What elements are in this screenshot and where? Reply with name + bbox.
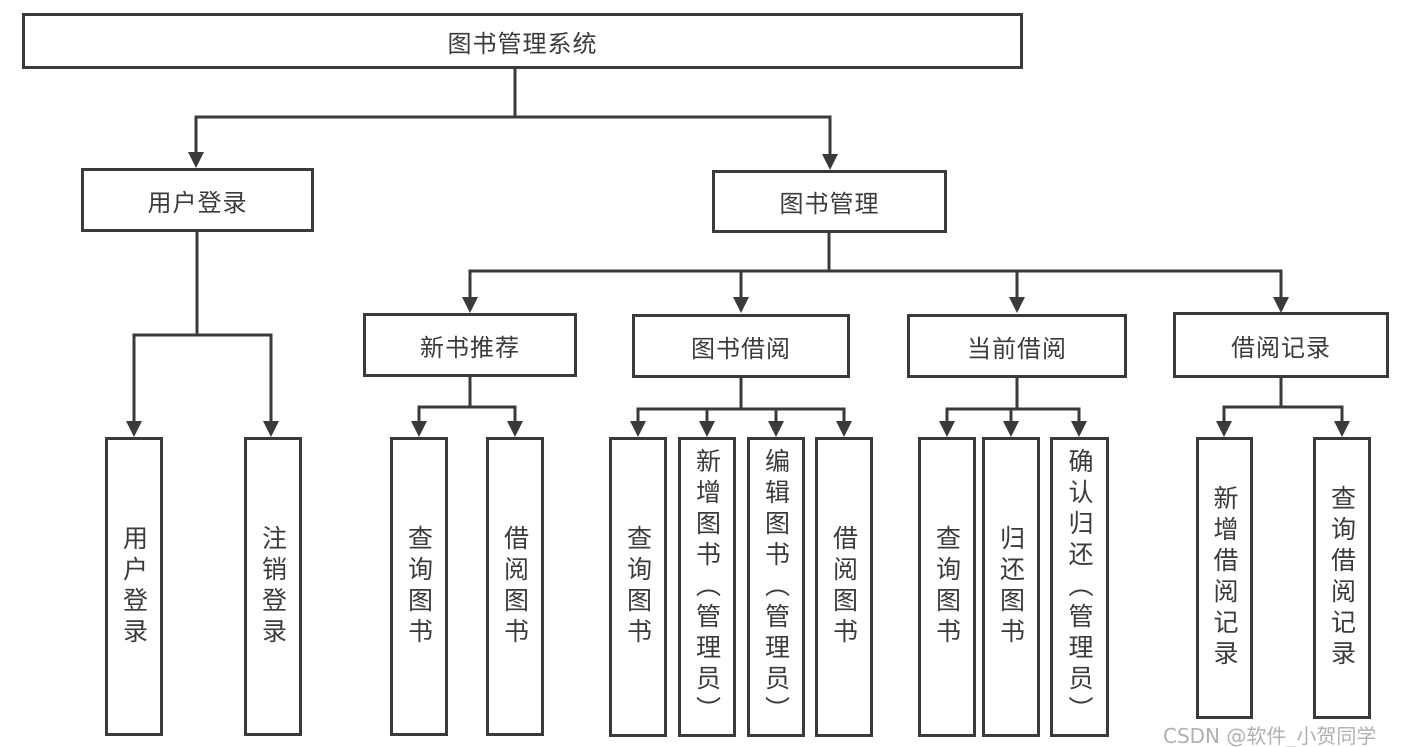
csdn-watermark: CSDN @软件_小贺同学 — [1163, 724, 1377, 747]
node-library-management-system: 图书管理系统 — [22, 13, 1023, 69]
leaf-add-borrow-record: 新增借阅记录 — [1196, 437, 1253, 719]
node-book-management: 图书管理 — [712, 170, 947, 233]
connector-user-login-subtree — [126, 232, 279, 437]
leaf-query-books-current: 查询图书 — [918, 437, 976, 737]
leaf-query-books-borrow: 查询图书 — [609, 437, 667, 737]
leaf-label: 查询图书 — [932, 525, 962, 649]
arrowhead-book-mgmt — [822, 154, 838, 170]
leaf-label: 借阅图书 — [500, 524, 530, 649]
arrowhead-borrow — [733, 297, 749, 313]
node-label: 借阅记录 — [1231, 333, 1331, 362]
node-new-book-recommend: 新书推荐 — [363, 313, 577, 377]
node-current-borrow: 当前借阅 — [907, 314, 1127, 378]
leaf-label: 新增借阅记录 — [1210, 485, 1239, 671]
connector-book-mgmt-to-level3 — [462, 233, 1289, 313]
node-label: 图书管理系统 — [447, 29, 598, 58]
leaf-borrow-books-borrow: 借阅图书 — [815, 437, 873, 737]
leaf-user-login: 用户登录 — [105, 437, 163, 736]
arrowhead-leaf-login — [126, 421, 142, 437]
node-label: 用户登录 — [147, 188, 248, 217]
arrowhead-query2 — [630, 421, 646, 437]
arrowhead-recommend — [462, 297, 478, 313]
leaf-label: 用户登录 — [119, 524, 149, 649]
connector-recommend-subtree — [411, 377, 523, 437]
leaf-label: 注销登录 — [258, 524, 288, 649]
leaf-label: 查询图书 — [623, 525, 653, 649]
connector-records-subtree — [1216, 378, 1350, 437]
node-label: 图书管理 — [779, 190, 880, 218]
leaf-add-book-admin: 新增图书（管理员） — [678, 437, 736, 737]
leaf-borrow-books-recommend: 借阅图书 — [486, 437, 544, 736]
arrowhead-records — [1273, 297, 1289, 313]
leaf-confirm-return-admin: 确认归还（管理员） — [1050, 437, 1109, 737]
arrowhead-leaf-logout — [263, 421, 279, 437]
node-user-login: 用户登录 — [81, 168, 314, 232]
arrowhead-return — [1003, 421, 1019, 437]
node-label: 新书推荐 — [420, 333, 520, 362]
connector-borrow-subtree — [630, 378, 852, 437]
arrowhead-borrow1 — [507, 421, 523, 437]
node-borrow-records: 借阅记录 — [1173, 312, 1389, 378]
leaf-edit-book-admin: 编辑图书（管理员） — [747, 437, 805, 737]
leaf-logout: 注销登录 — [244, 437, 302, 736]
leaf-label: 新增图书（管理员） — [692, 447, 722, 727]
arrowhead-edit-book — [768, 421, 784, 437]
leaf-return-books: 归还图书 — [982, 437, 1040, 737]
leaf-label: 归还图书 — [996, 525, 1026, 649]
leaf-label: 确认归还（管理员） — [1065, 447, 1094, 727]
arrowhead-borrow2 — [836, 421, 852, 437]
arrowhead-add-book — [699, 421, 715, 437]
arrowhead-add-record — [1216, 421, 1232, 437]
node-book-borrow: 图书借阅 — [632, 314, 850, 378]
arrowhead-user-login — [188, 152, 204, 168]
arrowhead-current — [1009, 297, 1025, 313]
arrowhead-query-record — [1334, 421, 1350, 437]
leaf-label: 借阅图书 — [829, 525, 859, 649]
leaf-query-books-recommend: 查询图书 — [390, 437, 448, 736]
arrowhead-query3 — [939, 421, 955, 437]
node-label: 图书借阅 — [691, 334, 791, 363]
connector-current-subtree — [939, 378, 1087, 437]
node-label: 当前借阅 — [967, 334, 1067, 363]
leaf-label: 查询借阅记录 — [1327, 485, 1357, 671]
arrowhead-confirm — [1071, 421, 1087, 437]
connector-root-to-level2 — [188, 69, 838, 170]
leaf-query-borrow-record: 查询借阅记录 — [1313, 437, 1371, 719]
arrowhead-query1 — [411, 421, 427, 437]
leaf-label: 编辑图书（管理员） — [761, 447, 791, 727]
leaf-label: 查询图书 — [404, 524, 434, 649]
